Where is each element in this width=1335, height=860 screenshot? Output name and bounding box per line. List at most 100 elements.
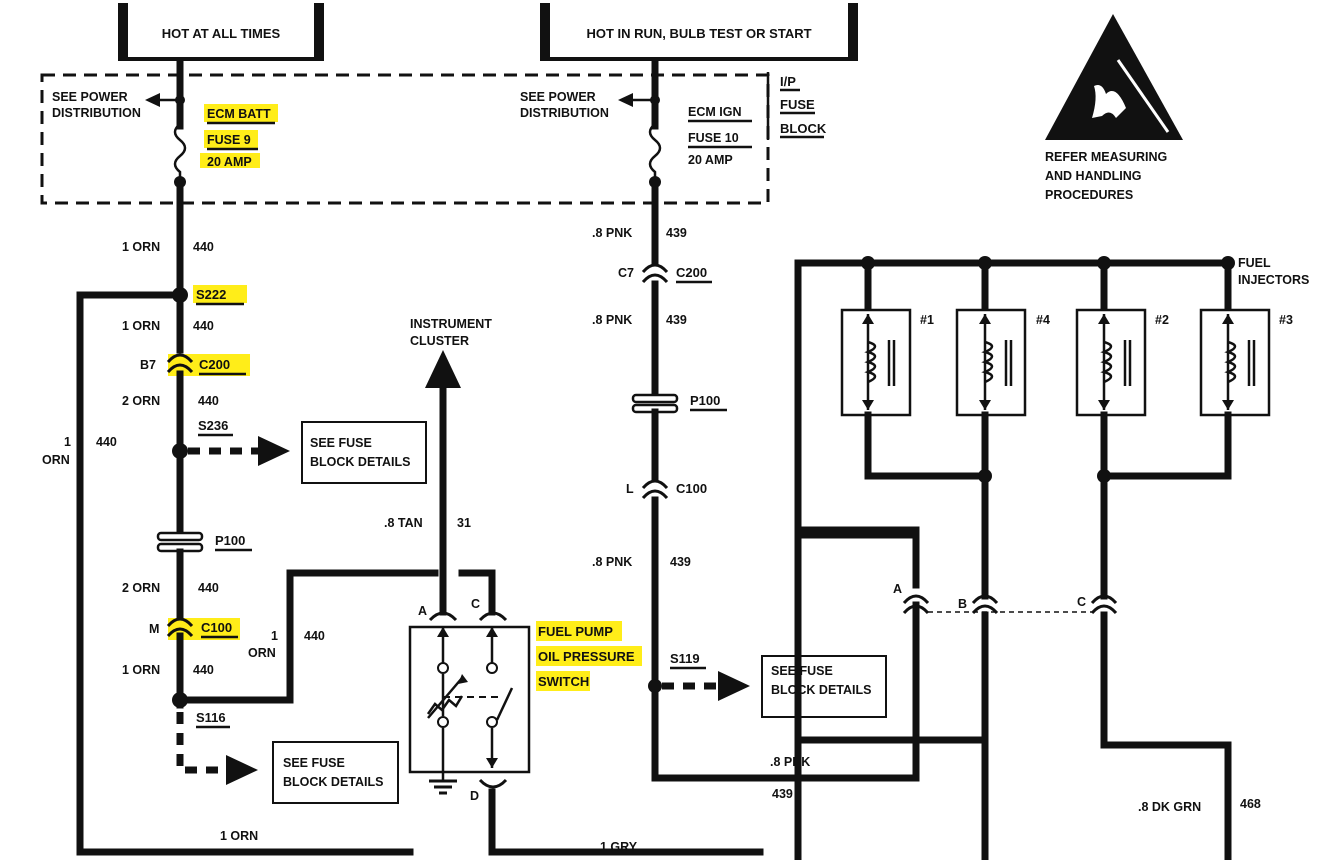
s119-label: S119 (670, 651, 700, 666)
oil-pressure-switch: INSTRUMENT CLUSTER .8 TAN 31 A C (384, 317, 764, 856)
pin-d-label: D (470, 789, 479, 803)
r-w3-circuit: 439 (670, 555, 691, 569)
right-power-ref-1: SEE POWER (520, 90, 596, 104)
left-power-ref-1: SEE POWER (52, 90, 128, 104)
esd-caption-3: PROCEDURES (1045, 188, 1133, 202)
instrument-cluster-arrow (425, 350, 461, 388)
pin-c-connector (478, 611, 508, 622)
fuse-10-symbol (648, 123, 662, 182)
fuse-9-rating: 20 AMP (207, 155, 252, 169)
switch-name-3: SWITCH (538, 674, 589, 689)
ref-box-s119-line2: BLOCK DETAILS (771, 683, 871, 697)
w4-circuit: 440 (198, 581, 219, 595)
pin-a-connector (428, 611, 458, 622)
fuel-injectors: FUEL INJECTORS #1 #4 (794, 256, 1309, 860)
conn-c-label: C (1077, 595, 1086, 609)
r-bottom-gauge: .8 PNK (770, 755, 810, 769)
highlights (168, 104, 642, 691)
fuse-9-number: FUSE 9 (207, 133, 251, 147)
c100-right-label: C100 (676, 481, 707, 496)
ref-box-s116[interactable]: SEE FUSE BLOCK DETAILS (272, 741, 399, 804)
ref-box-s236-line2: BLOCK DETAILS (310, 455, 410, 469)
ref-box-s236[interactable]: SEE FUSE BLOCK DETAILS (301, 421, 427, 484)
s222-label: S222 (196, 287, 226, 302)
right-circuit: .8 PNK 439 C7 C200 .8 PNK 439 P100 L C10… (592, 178, 920, 801)
injector-4: #4 (955, 308, 1050, 417)
r-w3-gauge: .8 PNK (592, 555, 632, 569)
mid-gauge-1: 1 (271, 629, 278, 643)
c100-right-pin: L (626, 482, 634, 496)
s119-arrow (718, 671, 750, 701)
fuse-block-label-3: BLOCK (780, 121, 827, 136)
fuse-9-name: ECM BATT (207, 107, 271, 121)
pin-a-label: A (418, 604, 427, 618)
c200-left-connector (166, 353, 194, 374)
pin-d-connector (478, 778, 508, 789)
esd-warning-icon (1045, 14, 1183, 140)
green-gauge: .8 DK GRN (1138, 800, 1201, 814)
injector-4-label: #4 (1036, 313, 1050, 327)
esd-caption-1: REFER MEASURING (1045, 150, 1167, 164)
right-power-arrow (618, 93, 633, 107)
r-w2-gauge: .8 PNK (592, 313, 632, 327)
green-circuit: 468 (1240, 797, 1261, 811)
tan-gauge: .8 TAN (384, 516, 423, 530)
s236-arrow (258, 436, 290, 466)
c100-right-connector (641, 479, 669, 500)
fuse-10-number: FUSE 10 (688, 131, 739, 145)
bottom-gauge: 1 ORN (220, 829, 258, 843)
conn-c (1090, 594, 1118, 615)
ref-box-s119[interactable]: SEE FUSE BLOCK DETAILS (761, 655, 887, 718)
ref-box-s116-line2: BLOCK DETAILS (283, 775, 383, 789)
c200-right-connector (641, 263, 669, 284)
injector-1-label: #1 (920, 313, 934, 327)
fuse-10-rating: 20 AMP (688, 153, 733, 167)
p100-right-connector (631, 393, 679, 414)
fuse-block-label-1: I/P (780, 74, 796, 89)
hot-in-run-box: HOT IN RUN, BULB TEST OR START (540, 3, 858, 61)
w4-gauge: 2 ORN (122, 581, 160, 595)
s116-arrow (226, 755, 258, 785)
r-w1-gauge: .8 PNK (592, 226, 632, 240)
hot-in-run-label: HOT IN RUN, BULB TEST OR START (586, 26, 811, 41)
p100-left-label: P100 (215, 533, 245, 548)
switch-body (408, 625, 531, 774)
left-power-arrow (145, 93, 160, 107)
fuse-10-name: ECM IGN (688, 105, 741, 119)
mid-gauge-2: ORN (248, 646, 276, 660)
injector-3: #3 (1199, 308, 1293, 417)
p100-right-label: P100 (690, 393, 720, 408)
left-power-ref-2: DISTRIBUTION (52, 106, 141, 120)
ref-box-s116-line1: SEE FUSE (283, 756, 345, 770)
c200-right-pin: C7 (618, 266, 634, 280)
injector-3-label: #3 (1279, 313, 1293, 327)
w5-circuit: 440 (193, 663, 214, 677)
splice-s116 (172, 692, 188, 708)
hot-at-all-times-label: HOT AT ALL TIMES (162, 26, 281, 41)
s116-label: S116 (196, 710, 226, 725)
splice-s236 (172, 443, 188, 459)
injector-1: #1 (840, 308, 934, 417)
fuse-9-symbol (173, 123, 187, 182)
conn-b (971, 594, 999, 615)
c200-right-label: C200 (676, 265, 707, 280)
outer-circuit: 440 (96, 435, 117, 449)
ref-box-s119-line1: SEE FUSE (771, 664, 833, 678)
conn-b-label: B (958, 597, 967, 611)
r-w1-circuit: 439 (666, 226, 687, 240)
ip-fuse-block: I/P FUSE BLOCK SEE POWER DISTRIBUTION EC… (40, 58, 827, 205)
outer-gauge-2: ORN (42, 453, 70, 467)
p100-left-connector (156, 531, 204, 553)
splice-s222 (172, 287, 188, 303)
conn-a (902, 594, 930, 615)
esd-caption-2: AND HANDLING (1045, 169, 1142, 183)
w1-circuit: 440 (193, 240, 214, 254)
mid-circuit: 440 (304, 629, 325, 643)
w5-gauge: 1 ORN (122, 663, 160, 677)
w1-gauge: 1 ORN (122, 240, 160, 254)
c200-left-pin: B7 (140, 358, 156, 372)
w3-gauge: 2 ORN (122, 394, 160, 408)
left-circuit: 1 ORN 440 S222 1 ORN 440 B7 C200 2 ORN 4… (42, 178, 439, 856)
s236-label: S236 (198, 418, 228, 433)
